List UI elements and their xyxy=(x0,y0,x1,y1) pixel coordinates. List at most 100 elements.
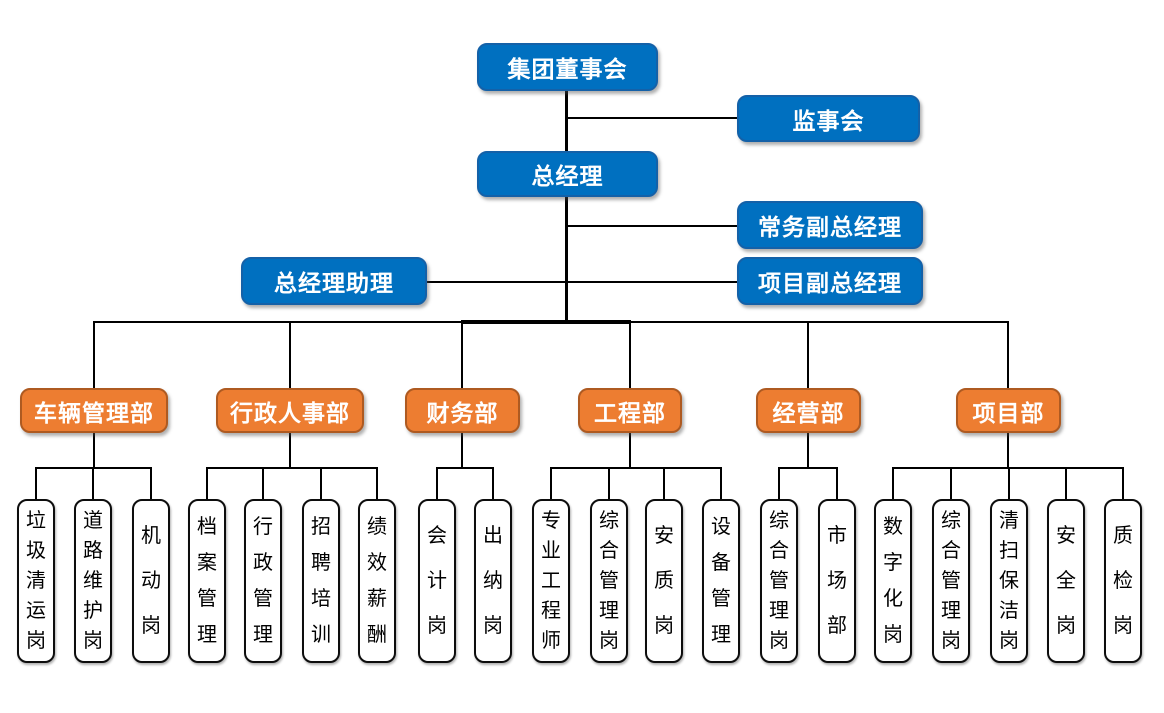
connector-drop-dept1 xyxy=(93,322,95,388)
position-label: 专业工程师 xyxy=(541,510,561,652)
position-label: 数字化岗 xyxy=(883,516,903,646)
node-general-manager: 总经理 xyxy=(477,151,658,197)
dept-label: 经营部 xyxy=(772,399,845,426)
position-label: 综合管理岗 xyxy=(941,510,961,652)
connector-pos-drop xyxy=(436,467,438,500)
position-node-general-mgmt-eng: 综合管理岗 xyxy=(590,499,628,663)
position-label: 安质岗 xyxy=(654,525,674,637)
connector-pos-drop xyxy=(950,467,952,500)
connector-drop-dept4 xyxy=(629,322,631,388)
position-label: 出纳岗 xyxy=(483,525,503,637)
connector-pos-drop xyxy=(150,467,152,500)
connector-drop-dept3 xyxy=(461,322,463,388)
connector-pos-drop xyxy=(206,467,208,500)
node-general-manager-label: 总经理 xyxy=(531,163,604,189)
dept-label: 车辆管理部 xyxy=(34,399,154,426)
node-dept-engineering: 工程部 xyxy=(578,388,682,433)
position-node-quality-inspection: 质检岗 xyxy=(1104,499,1142,663)
connector-pos-drop xyxy=(92,467,94,500)
position-node-recruit-training: 招聘培训 xyxy=(302,499,340,663)
node-dept-finance: 财务部 xyxy=(405,388,520,433)
connector-pos-drop xyxy=(720,467,722,500)
connector-pos-drop xyxy=(892,467,894,500)
node-gm-assistant: 总经理助理 xyxy=(241,257,427,305)
connector-pos-drop xyxy=(492,467,494,500)
connector-subdrop-dept6 xyxy=(1007,433,1009,469)
position-label: 档案管理 xyxy=(197,516,217,646)
position-node-cashier: 出纳岗 xyxy=(474,499,512,663)
connector-main-bus-thick xyxy=(461,320,631,324)
node-dept-admin-hr: 行政人事部 xyxy=(216,388,364,433)
position-label: 综合管理岗 xyxy=(599,510,619,652)
connector-pos-drop xyxy=(1065,467,1067,500)
connector-drop-dept2 xyxy=(289,322,291,388)
position-node-market: 市场部 xyxy=(818,499,856,663)
connector-pos-drop xyxy=(376,467,378,500)
connector-subdrop-dept3 xyxy=(461,433,463,469)
connector-pos-drop xyxy=(35,467,37,500)
node-gm-assistant-label: 总经理助理 xyxy=(274,270,394,296)
dept-label: 工程部 xyxy=(594,399,666,426)
position-label: 安全岗 xyxy=(1056,525,1076,637)
node-executive-deputy-gm-label: 常务副总经理 xyxy=(758,214,902,240)
node-board-label: 集团董事会 xyxy=(507,56,628,82)
position-label: 清扫保洁岗 xyxy=(999,510,1019,652)
position-node-admin-mgmt: 行政管理 xyxy=(244,499,282,663)
dept-label: 财务部 xyxy=(426,399,499,426)
position-label: 综合管理岗 xyxy=(769,510,789,652)
position-node-general-mgmt-proj: 综合管理岗 xyxy=(932,499,970,663)
position-label: 机动岗 xyxy=(141,525,161,637)
connector-assistant-deputy xyxy=(427,281,737,283)
connector-subbus-dept2 xyxy=(206,467,378,469)
node-dept-operations: 经营部 xyxy=(756,388,861,433)
connector-pos-drop xyxy=(608,467,610,500)
position-node-safety-quality: 安质岗 xyxy=(645,499,683,663)
position-node-garbage-removal: 垃圾清运岗 xyxy=(17,499,55,663)
connector-subdrop-dept4 xyxy=(629,433,631,469)
node-supervisory-board: 监事会 xyxy=(737,95,920,142)
position-label: 道路维护岗 xyxy=(83,510,103,652)
connector-subdrop-dept5 xyxy=(807,433,809,469)
connector-pos-drop xyxy=(1008,467,1010,500)
connector-pos-drop xyxy=(550,467,552,500)
connector-supervisory xyxy=(566,117,737,119)
node-project-deputy-gm: 项目副总经理 xyxy=(737,257,923,305)
position-label: 会计岗 xyxy=(427,525,447,637)
connector-pos-drop xyxy=(1122,467,1124,500)
position-node-archives: 档案管理 xyxy=(188,499,226,663)
node-executive-deputy-gm: 常务副总经理 xyxy=(737,201,923,249)
position-label: 招聘培训 xyxy=(311,516,331,646)
position-label: 垃圾清运岗 xyxy=(26,510,46,652)
position-node-accounting: 会计岗 xyxy=(418,499,456,663)
connector-subbus-dept3 xyxy=(436,467,494,469)
connector-pos-drop xyxy=(262,467,264,500)
position-node-equipment-mgmt: 设备管理 xyxy=(702,499,740,663)
position-node-safety: 安全岗 xyxy=(1047,499,1085,663)
position-node-general-mgmt-ops: 综合管理岗 xyxy=(760,499,798,663)
position-label: 行政管理 xyxy=(253,516,273,646)
position-node-digitalization: 数字化岗 xyxy=(874,499,912,663)
connector-board-gm xyxy=(565,91,568,151)
node-supervisory-board-label: 监事会 xyxy=(792,107,865,134)
connector-subdrop-dept2 xyxy=(289,433,291,469)
connector-subbus-dept4 xyxy=(550,467,722,469)
position-node-road-maintenance: 道路维护岗 xyxy=(74,499,112,663)
node-dept-project: 项目部 xyxy=(956,388,1061,433)
position-node-cleaning: 清扫保洁岗 xyxy=(990,499,1028,663)
position-label: 市场部 xyxy=(827,525,847,637)
connector-pos-drop xyxy=(663,467,665,500)
position-label: 设备管理 xyxy=(711,516,731,646)
node-dept-vehicle-management: 车辆管理部 xyxy=(20,388,168,433)
connector-pos-drop xyxy=(836,467,838,500)
connector-pos-drop xyxy=(778,467,780,500)
connector-drop-dept5 xyxy=(807,322,809,388)
connector-pos-drop xyxy=(320,467,322,500)
dept-label: 项目部 xyxy=(972,399,1045,426)
node-board: 集团董事会 xyxy=(477,43,658,91)
connector-drop-dept6 xyxy=(1007,322,1009,388)
position-label: 质检岗 xyxy=(1113,525,1133,637)
connector-subdrop-dept1 xyxy=(93,433,95,469)
position-node-mobile: 机动岗 xyxy=(132,499,170,663)
connector-gm-trunk xyxy=(565,197,568,322)
